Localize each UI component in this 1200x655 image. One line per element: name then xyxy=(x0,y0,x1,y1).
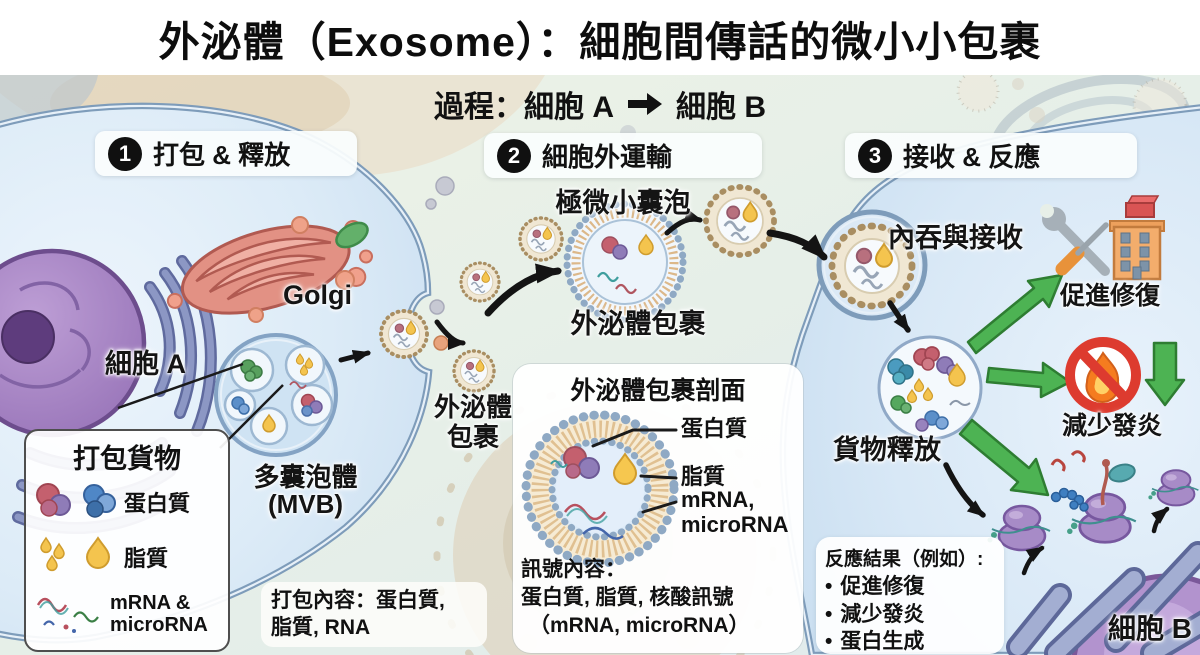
results-bullet-3: •蛋白生成 xyxy=(825,630,925,654)
results-title: 反應結果（例如）: xyxy=(825,549,984,570)
cs-rna-label: mRNA, microRNA xyxy=(681,487,789,538)
title-bar: 外泌體（Exosome）：細胞間傳話的微小小包裹 xyxy=(0,0,1200,75)
protein-bean-icon xyxy=(1108,463,1136,483)
page-title: 外泌體（Exosome）：細胞間傳話的微小小包裹 xyxy=(158,18,1042,65)
green-arrow-synthesis xyxy=(958,418,1050,497)
step-1-badge: 1 打包 & 釋放 xyxy=(95,131,357,176)
cross-section-title: 外泌體包裹剖面 xyxy=(570,377,746,405)
subtitle-left: 過程：細胞 A xyxy=(434,91,614,124)
step-2-badge: 2 細胞外運輸 xyxy=(484,133,762,178)
mitochondrion-icon xyxy=(335,221,369,249)
step-2-number: 2 xyxy=(497,138,531,173)
exosome-label-below: 外泌體包裹 xyxy=(570,309,706,339)
building-icon xyxy=(1109,195,1165,281)
lipid-label: 脂質 xyxy=(124,545,169,571)
rna-icon xyxy=(32,585,110,642)
mvb-label: 多囊泡體 (MVB) xyxy=(253,462,358,520)
lipid-icon xyxy=(32,530,124,587)
golgi-icon xyxy=(166,220,374,315)
rna-label: mRNA & microRNA xyxy=(110,591,208,636)
black-right-arrow-icon xyxy=(626,92,664,116)
cross-section-leader-lines xyxy=(591,428,678,514)
cell-b-label: 細胞 B xyxy=(1108,613,1193,644)
mvb-icon xyxy=(214,333,338,457)
cross-section-panel: 外泌體包裹剖面 蛋白質 脂質 mRNA, microRNA xyxy=(513,364,803,653)
endocytosis-pocket-icon xyxy=(816,209,928,321)
green-down-arrow-icon xyxy=(1144,341,1186,407)
step-2-label: 細胞外運輸 xyxy=(542,142,673,172)
process-subtitle: 過程：細胞 A 細胞 B xyxy=(0,82,1200,126)
nucleus-a-icon xyxy=(0,248,147,438)
results-bullet-1: •促進修復 xyxy=(825,575,925,598)
legend-row-rna: mRNA & microRNA xyxy=(26,586,228,641)
subtitle-right: 細胞 B xyxy=(676,91,766,124)
cs-lipid-label: 脂質 xyxy=(681,464,726,489)
no-fire-icon xyxy=(1065,337,1141,413)
green-arrow-inflammation xyxy=(985,361,1072,399)
protein-label: 蛋白質 xyxy=(124,490,191,516)
legend-row-protein: 蛋白質 xyxy=(26,476,228,531)
step-3-label: 接收 & 反應 xyxy=(903,142,1041,172)
flow-arrows xyxy=(338,208,1170,576)
exosome-label-left: 外泌體 包裹 xyxy=(433,392,512,452)
signal-content-text: 訊號內容： 蛋白質, 脂質, 核酸訊號 （mRNA, microRNA） xyxy=(521,558,750,637)
transport-vesicles xyxy=(379,176,774,393)
cargo-legend-box: 打包貨物 蛋白質 脂質 xyxy=(24,429,230,652)
step-3-badge: 3 接收 & 反應 xyxy=(845,133,1137,178)
legend-leader-lines xyxy=(117,362,284,449)
ribosome-icons xyxy=(986,450,1200,552)
er-b-icon xyxy=(1006,541,1200,655)
green-arrow-repair xyxy=(966,273,1064,355)
cs-protein-label: 蛋白質 xyxy=(681,416,748,441)
repair-label: 促進修復 xyxy=(1060,282,1161,310)
cargo-legend-title: 打包貨物 xyxy=(73,444,181,474)
cell-a-label: 細胞 A xyxy=(105,349,186,379)
step-1-label: 打包 & 釋放 xyxy=(153,140,291,170)
exosome-icon xyxy=(563,200,687,324)
results-bullet-2: •減少發炎 xyxy=(825,602,925,626)
step-1-number: 1 xyxy=(108,136,142,171)
tiny-vesicle-label: 極微小囊泡 xyxy=(555,188,691,218)
step-3-number: 3 xyxy=(858,138,892,173)
results-box: 反應結果（例如）: •促進修復 •減少發炎 •蛋白生成 xyxy=(816,537,1004,654)
inflammation-label: 減少發炎 xyxy=(1062,412,1163,440)
golgi-label: Golgi xyxy=(283,280,352,310)
packing-note: 打包內容：蛋白質, 脂質, RNA xyxy=(261,582,487,647)
wrench-screwdriver-icon xyxy=(1040,204,1110,276)
cargo-release-label: 貨物釋放 xyxy=(833,435,941,465)
cross-section-vesicle-icon xyxy=(521,410,679,568)
protein-icon xyxy=(32,475,124,532)
endocytosis-label: 內吞與接收 xyxy=(888,223,1023,253)
outcome-arrows xyxy=(958,273,1186,497)
cargo-release-icon xyxy=(877,335,983,441)
legend-row-lipid: 脂質 xyxy=(26,531,228,586)
